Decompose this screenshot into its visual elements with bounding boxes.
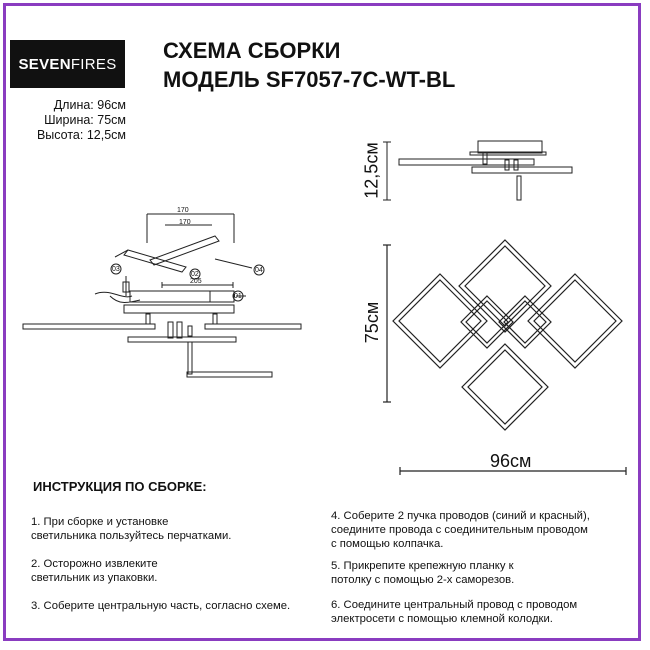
part-04-label: 04 (255, 267, 263, 274)
step-1-line-b: светильника пользуйтесь перчатками. (31, 530, 232, 542)
step-2-line-b: светильник из упаковки. (31, 572, 158, 584)
instruction-step-6: 6. Соедините центральный провод с провод… (331, 598, 577, 626)
step-6-line-b: электросети с помощью клемной колодки. (331, 613, 553, 625)
dim-170-top: 170 (177, 207, 189, 214)
dim-width: Ширина: 75см (44, 113, 126, 127)
width-label: 75см (362, 301, 383, 344)
logo-part2: FIRES (70, 55, 117, 73)
dim-170-inner: 170 (179, 219, 191, 226)
step-3-line: 3. Соберите центральную часть, согласно … (31, 600, 291, 612)
length-label: 96см (490, 451, 532, 471)
instruction-step-1: 1. При сборке и установке светильника по… (31, 515, 231, 543)
step-2-line-a: 2. Осторожно извлеките (31, 558, 158, 570)
side-view-drawing (383, 140, 573, 201)
title-line1: СХЕМА СБОРКИ (163, 38, 341, 63)
part-02-label: 02 (191, 271, 199, 278)
instructions-heading: ИНСТРУКЦИЯ ПО СБОРКЕ: (33, 479, 207, 494)
step-4-line-a: 4. Соберите 2 пучка проводов (синий и кр… (331, 510, 590, 522)
page-title: СХЕМА СБОРКИ МОДЕЛЬ SF7057-7C-WT-BL (163, 36, 455, 94)
step-5-line-a: 5. Прикрепите крепежную планку к (331, 560, 514, 572)
dim-height: Высота: 12,5см (36, 128, 126, 142)
top-view-drawing (383, 239, 627, 475)
step-4-line-b: соедините провода с соединительным прово… (331, 524, 588, 536)
step-4-line-c: с помощью колпачка. (331, 538, 444, 550)
title-line2: МОДЕЛЬ SF7057-7C-WT-BL (163, 67, 456, 92)
part-01-label: 01 (234, 293, 242, 300)
instruction-step-4: 4. Соберите 2 пучка проводов (синий и кр… (331, 509, 590, 551)
step-5-line-b: потолку с помощью 2-х саморезов. (331, 574, 515, 586)
dimensions-block: Длина: 96см Ширина: 75см Высота: 12,5см (28, 98, 126, 143)
instruction-step-3: 3. Соберите центральную часть, согласно … (31, 599, 290, 613)
step-6-line-a: 6. Соедините центральный провод с провод… (331, 599, 578, 611)
logo-part1: SEVEN (18, 55, 71, 73)
dim-length: Длина: 96см (53, 98, 126, 112)
instruction-step-5: 5. Прикрепите крепежную планку к потолку… (331, 559, 514, 587)
part-03-label: 03 (112, 266, 120, 273)
step-1-line-a: 1. При сборке и установке (31, 516, 169, 528)
height-label: 12,5см (361, 142, 382, 199)
page-frame (3, 3, 641, 641)
dim-205: 205 (190, 278, 202, 285)
instruction-step-2: 2. Осторожно извлеките светильник из упа… (31, 557, 158, 585)
exploded-view-drawing (22, 213, 302, 378)
